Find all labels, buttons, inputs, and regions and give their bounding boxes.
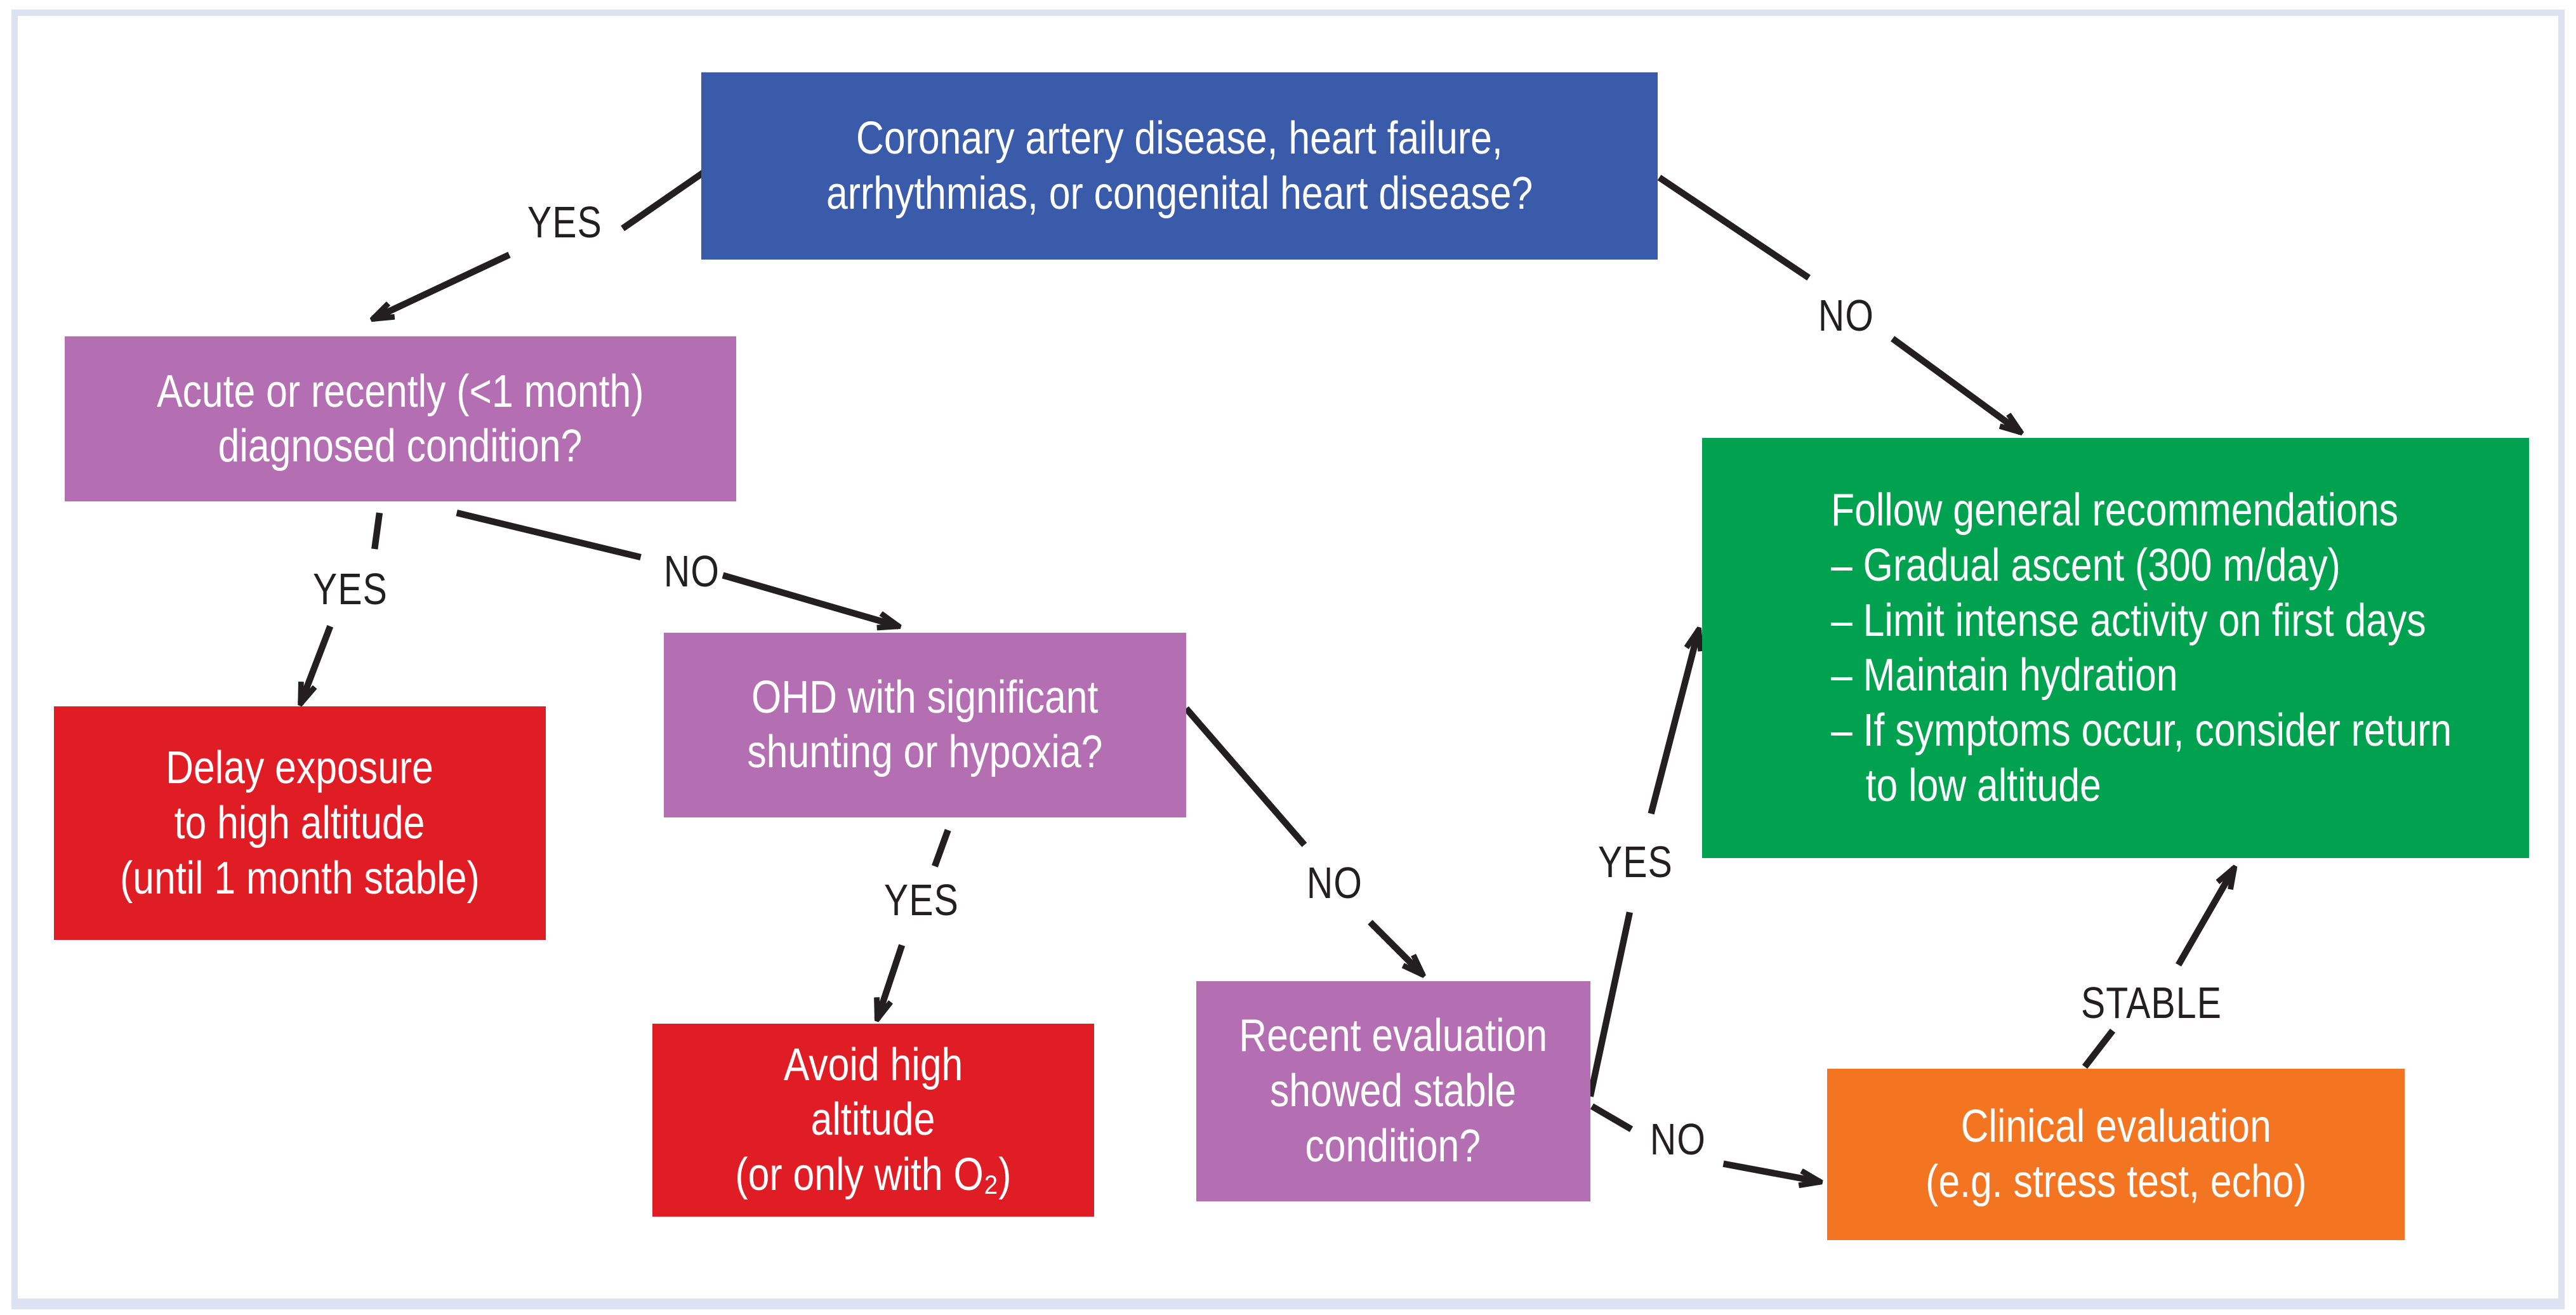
arrow-no-recent-b	[1722, 1160, 1820, 1182]
arrow-no-recent-a	[1590, 1103, 1634, 1132]
node-text-line: showed stable	[1270, 1065, 1517, 1116]
node-text-line: – Maintain hydration	[1830, 650, 2178, 701]
node-text-line: arrhythmias, or congenital heart disease…	[826, 168, 1533, 219]
node-text-line: Follow general recommendations	[1830, 485, 2398, 536]
arrow-no-acute-a	[456, 510, 642, 561]
node-text-line: shunting or hypoxia?	[747, 727, 1103, 778]
node-avoid-high-altitude: Avoid high altitude (or only with O₂)	[652, 1023, 1094, 1217]
node-text-line: Delay exposure	[166, 743, 434, 794]
node-ohd-question: OHD with significant shunting or hypoxia…	[664, 633, 1186, 817]
arrow-yes-ohd-a	[932, 829, 951, 868]
node-text-line: (e.g. stress test, echo)	[1925, 1156, 2307, 1207]
edge-label-no-recent: NO	[1650, 1114, 1707, 1164]
arrow-yes-acute-b	[297, 624, 334, 704]
edge-label-yes-recent: YES	[1598, 837, 1674, 887]
node-text-line: diagnosed condition?	[218, 421, 583, 472]
edge-label-no-acute: NO	[663, 546, 720, 597]
arrow-yes-top-a	[621, 166, 710, 232]
node-text-line: OHD with significant	[751, 671, 1099, 723]
edge-label-yes-top: YES	[527, 197, 603, 248]
node-text-line: Acute or recently (<1 month)	[157, 366, 644, 417]
node-text-line: Avoid high	[783, 1039, 963, 1090]
node-recent-evaluation-question: Recent evaluation showed stable conditio…	[1196, 981, 1590, 1201]
edge-label-yes-ohd: YES	[883, 875, 959, 925]
arrow-no-acute-b	[722, 572, 899, 626]
node-text-line: to low altitude	[1865, 760, 2101, 811]
arrow-yes-ohd-b	[877, 944, 906, 1019]
node-text-line: (or only with O₂)	[735, 1149, 1012, 1201]
arrow-no-top-b	[1891, 336, 2021, 433]
node-general-recommendations: Follow general recommendations – Gradual…	[1701, 438, 2529, 859]
node-text-line: – Gradual ascent (300 m/day)	[1830, 539, 2341, 591]
node-text-line: – If symptoms occur, consider return	[1830, 704, 2452, 756]
arrow-stable-a	[2082, 1028, 2116, 1069]
node-text-line: Clinical evaluation	[1960, 1101, 2272, 1153]
node-text-line: Recent evaluation	[1239, 1010, 1548, 1062]
figure-border	[11, 9, 2565, 1309]
edge-label-no-ohd: NO	[1306, 857, 1363, 908]
node-text-line: – Limit intense activity on first days	[1830, 595, 2426, 646]
node-clinical-evaluation: Clinical evaluation (e.g. stress test, e…	[1827, 1068, 2405, 1240]
node-text-line: condition?	[1305, 1120, 1481, 1172]
arrow-no-ohd-a	[1184, 706, 1307, 847]
edge-label-no-top: NO	[1818, 291, 1875, 341]
node-text-line: altitude	[810, 1094, 935, 1146]
edge-label-stable: STABLE	[2080, 977, 2222, 1028]
edge-label-yes-acute: YES	[313, 564, 388, 614]
node-heart-disease-question: Coronary artery disease, heart failure, …	[701, 72, 1658, 260]
arrow-stable-b	[2176, 868, 2235, 967]
arrow-yes-top-b	[373, 251, 511, 319]
arrow-no-ohd-b	[1368, 920, 1423, 975]
node-text-line: Coronary artery disease, heart failure,	[856, 112, 1503, 164]
node-text-line: to high altitude	[174, 797, 425, 849]
node-delay-exposure: Delay exposure to high altitude (until 1…	[53, 706, 546, 940]
arrow-yes-acute-a	[371, 512, 383, 550]
arrow-yes-recent-b	[1648, 630, 1699, 815]
node-acute-question: Acute or recently (<1 month) diagnosed c…	[64, 336, 736, 502]
node-text-line: (until 1 month stable)	[119, 852, 480, 904]
arrow-no-top-a	[1657, 175, 1811, 281]
arrow-yes-recent-a	[1587, 911, 1634, 1097]
